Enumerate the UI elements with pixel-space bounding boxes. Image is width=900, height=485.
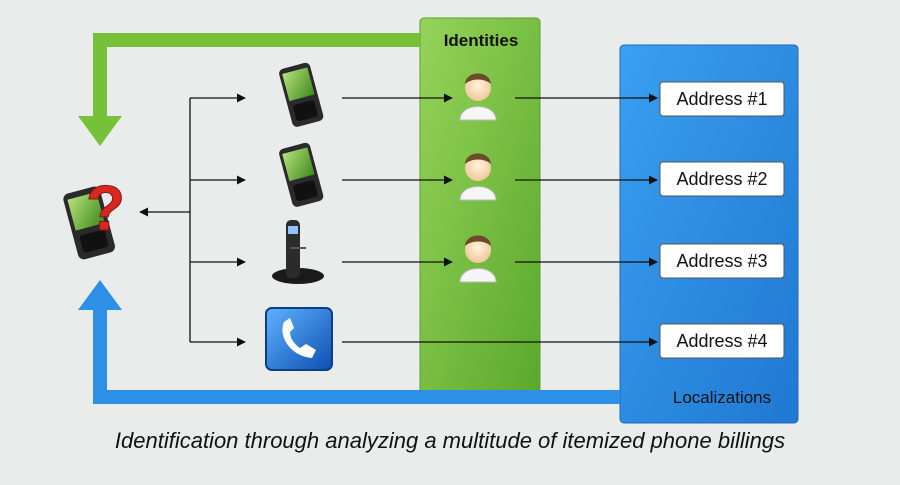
identities-panel: Identities [419,17,541,394]
address-label: Address #3 [676,251,767,271]
address-label: Address #2 [676,169,767,189]
smartphone-icon [63,186,115,260]
smartphone-icon [279,142,324,207]
smartphone-icon [279,62,324,127]
address-label: Address #1 [676,89,767,109]
address-box-4: Address #4 [659,323,785,359]
telephone-app-icon [265,307,333,371]
person-icon [459,235,497,283]
question-mark-icon: ? [86,172,125,244]
connector-tree [139,93,658,347]
address-box-3: Address #3 [659,243,785,279]
identities-title: Identities [444,31,519,50]
figure-caption: Identification through analyzing a multi… [114,428,786,453]
address-box-1: Address #1 [659,81,785,117]
person-icon [459,153,497,201]
cordless-phone-icon [272,220,324,284]
blue-feedback-arrow [78,280,620,404]
address-box-2: Address #2 [659,161,785,197]
person-icon [459,73,497,121]
diagram-canvas: Identities Localizations [63,17,799,424]
address-label: Address #4 [676,331,767,351]
unknown-phone: ? [63,172,126,260]
green-feedback-arrow [78,33,420,146]
localizations-title: Localizations [673,388,771,407]
